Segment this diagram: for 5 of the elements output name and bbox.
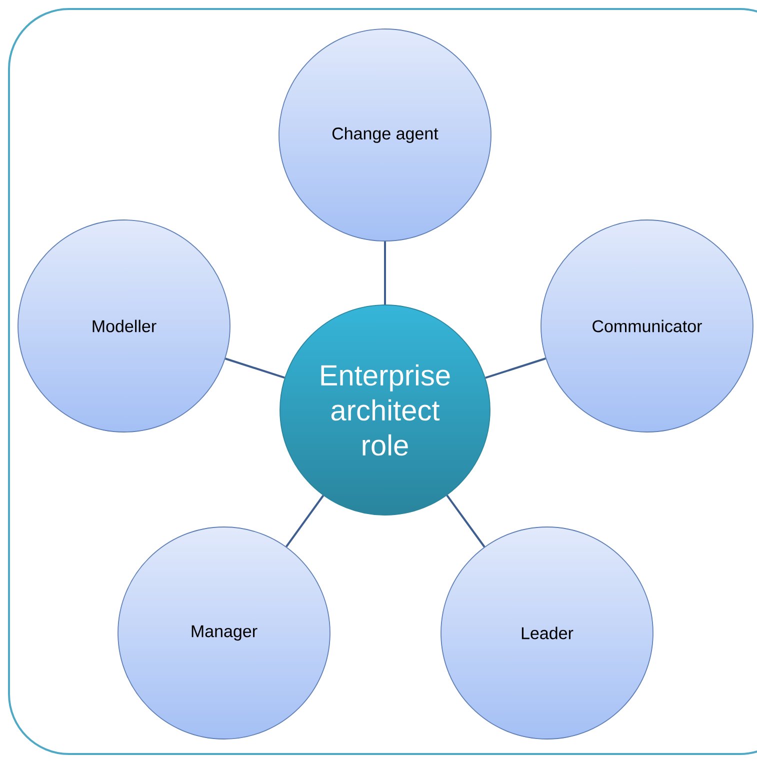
connector-line	[384, 241, 386, 305]
connector-line	[485, 358, 546, 379]
connector-line	[446, 494, 486, 548]
connector-line	[225, 358, 285, 379]
connector-line	[286, 494, 324, 548]
